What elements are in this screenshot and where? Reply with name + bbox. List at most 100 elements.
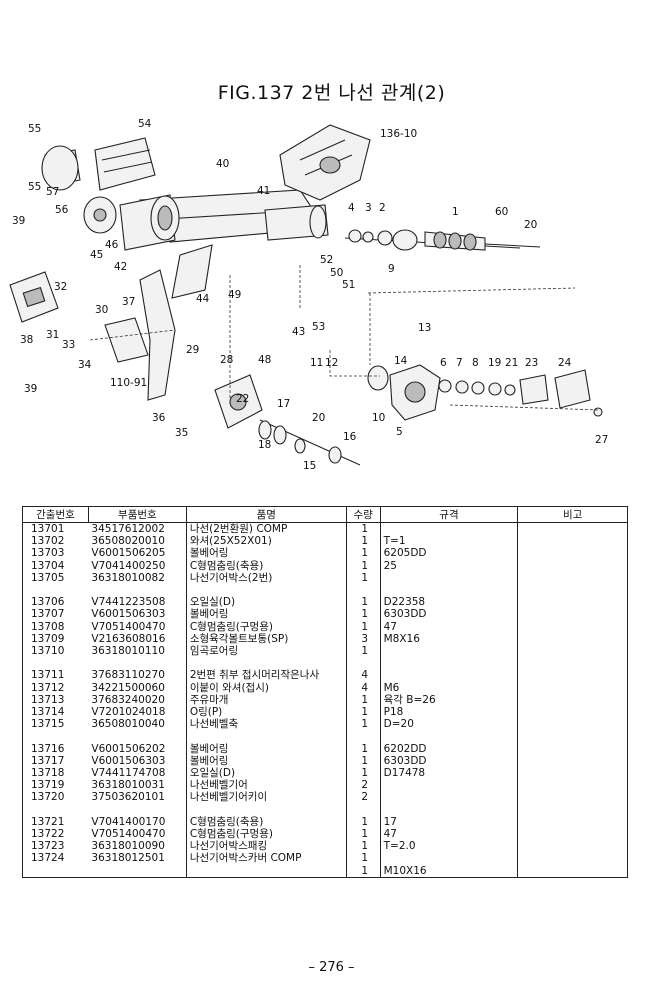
part-number-cell bbox=[88, 865, 186, 878]
callout-label: 13 bbox=[418, 322, 431, 334]
part-number-cell: V7051400470 bbox=[91, 620, 166, 633]
callout-label: 15 bbox=[303, 460, 316, 472]
table-row bbox=[23, 730, 628, 743]
bracket-110-91 bbox=[139, 269, 176, 401]
ref-cell: 13704 bbox=[31, 559, 65, 572]
callout-label: 60 bbox=[495, 206, 508, 218]
name-cell: C형멈춤링(축용) bbox=[185, 559, 347, 572]
ref-cell: 13709 bbox=[31, 632, 65, 645]
qty-cell: 1 bbox=[345, 571, 381, 585]
remarks-cell bbox=[517, 669, 628, 682]
remarks-cell bbox=[517, 754, 628, 768]
name-cell: 볼베어링 bbox=[185, 547, 347, 560]
callout-label: 54 bbox=[138, 118, 152, 130]
callout-label: 12 bbox=[325, 357, 338, 369]
callout-label: 51 bbox=[342, 279, 355, 291]
callout-label: 40 bbox=[216, 158, 229, 170]
callout-label: 46 bbox=[105, 239, 119, 251]
ref-cell: 13708 bbox=[31, 620, 65, 633]
name-cell: C형멈춤링(구멍용) bbox=[185, 620, 347, 633]
main-tube-assembly bbox=[119, 189, 329, 251]
ref-cell: 13705 bbox=[31, 571, 65, 584]
callout-label: 45 bbox=[90, 249, 103, 261]
callout-label: 30 bbox=[95, 304, 108, 316]
callout-label: 52 bbox=[320, 254, 333, 266]
spec-cell: 육각 B=26 bbox=[379, 693, 518, 707]
qty-cell: 1 bbox=[345, 559, 381, 572]
name-cell: 오일실(D) bbox=[185, 767, 347, 780]
callout-label: 32 bbox=[54, 281, 67, 293]
name-cell: C형멈춤링(구멍용) bbox=[185, 828, 347, 841]
spec-cell bbox=[379, 803, 518, 816]
remarks-cell bbox=[517, 522, 628, 536]
callout-label: 49 bbox=[228, 289, 241, 301]
part-number-cell: V7051400470 bbox=[91, 828, 166, 841]
callout-label: 37 bbox=[122, 296, 135, 308]
callout-label: 136-10 bbox=[380, 128, 417, 140]
name-cell: 2번편 취부 접시머리작은나사 bbox=[185, 669, 347, 682]
qty-cell: 1 bbox=[345, 596, 381, 609]
spec-cell: 6303DD bbox=[379, 608, 518, 621]
callout-label: 20 bbox=[312, 412, 325, 424]
spec-cell bbox=[379, 669, 518, 682]
ref-cell bbox=[23, 730, 89, 742]
spec-cell bbox=[379, 584, 518, 597]
ref-cell: 13710 bbox=[31, 645, 65, 658]
callout-label: 1 bbox=[452, 206, 459, 218]
qty-cell: 1 bbox=[345, 535, 381, 548]
remarks-cell bbox=[517, 730, 628, 743]
remarks-cell bbox=[517, 852, 628, 865]
qty-cell: 4 bbox=[345, 681, 381, 694]
callout-label: 20 bbox=[524, 219, 537, 231]
callout-label: 31 bbox=[46, 329, 59, 341]
table-header-row: 간출번호 부품번호 품명 수량 규격 비고 bbox=[22, 506, 628, 523]
part-number-cell: V7041400250 bbox=[91, 559, 166, 572]
ref-cell: 13715 bbox=[31, 718, 65, 731]
ref-cell: 13703 bbox=[31, 547, 65, 560]
part-number-cell: V7041400170 bbox=[91, 815, 166, 828]
qty-cell: 1 bbox=[345, 754, 381, 768]
housing-136-10 bbox=[279, 124, 371, 201]
spec-cell bbox=[379, 571, 518, 585]
figure-title: FIG.137 2번 나선 관계(2) bbox=[217, 82, 446, 104]
ref-cell: 13722 bbox=[31, 828, 65, 841]
spec-cell bbox=[379, 791, 518, 804]
spec-cell: 47 bbox=[379, 828, 518, 841]
spec-cell: T=1 bbox=[379, 535, 518, 548]
qty-cell bbox=[345, 657, 381, 670]
remarks-cell bbox=[517, 584, 628, 597]
part-number-cell: 36318010090 bbox=[91, 840, 165, 853]
name-cell: 나선베벨기어 bbox=[185, 779, 347, 792]
callout-label: 24 bbox=[558, 357, 572, 369]
ref-cell: 13701 bbox=[31, 523, 65, 535]
callout-label: 11 bbox=[310, 357, 323, 369]
remarks-cell bbox=[517, 596, 628, 609]
name-cell: 나선베벨축 bbox=[185, 718, 347, 731]
callout-label: 36 bbox=[152, 412, 166, 424]
qty-cell: 1 bbox=[345, 767, 381, 780]
callout-label: 14 bbox=[394, 355, 408, 367]
qty-cell: 1 bbox=[345, 840, 381, 853]
callout-label: 10 bbox=[372, 412, 385, 424]
spec-cell: M6 bbox=[379, 681, 518, 694]
ref-cell: 13711 bbox=[31, 669, 65, 682]
part-number-cell: 37503620101 bbox=[91, 791, 165, 804]
spec-cell bbox=[379, 730, 518, 743]
callout-labels: 55 54 136-10 55 57 56 40 41 39 46 45 42 … bbox=[12, 118, 608, 472]
qty-cell: 1 bbox=[345, 706, 381, 719]
qty-cell: 1 bbox=[345, 547, 381, 560]
spec-cell: 25 bbox=[379, 559, 518, 572]
qty-cell: 1 bbox=[345, 864, 381, 878]
callout-label: 5 bbox=[396, 426, 403, 438]
spec-cell: 17 bbox=[379, 815, 518, 829]
remarks-cell bbox=[517, 559, 628, 572]
part-number-cell: V7441223508 bbox=[91, 596, 166, 609]
qty-cell: 2 bbox=[345, 791, 381, 804]
